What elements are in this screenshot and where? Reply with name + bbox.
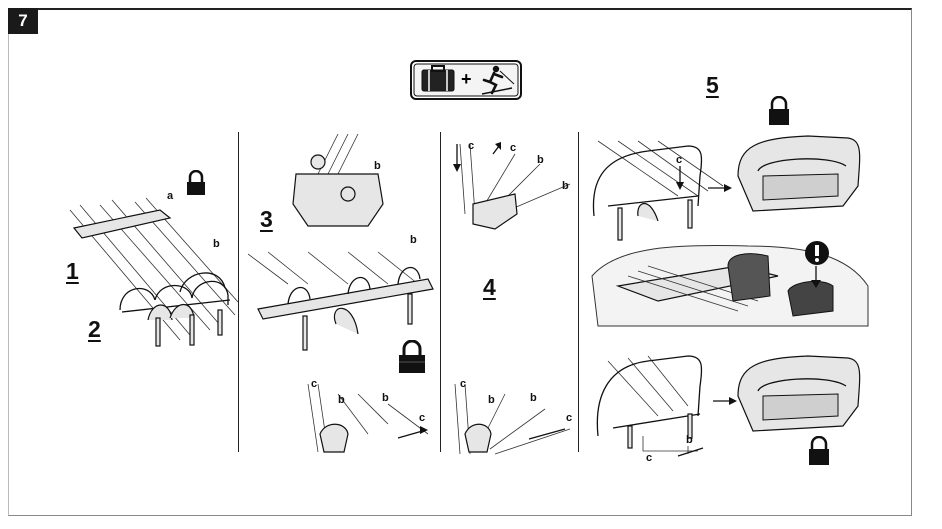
callout-b: b xyxy=(537,154,544,166)
padlock-icon xyxy=(766,95,792,131)
callout-b: b xyxy=(338,394,345,406)
illustration-step-5 xyxy=(588,96,908,470)
callout-c: c xyxy=(311,378,318,390)
callout-b: b xyxy=(488,394,495,406)
padlock-icon xyxy=(395,339,429,379)
step-number-3: 3 xyxy=(260,206,273,232)
illustration-step-3 xyxy=(247,133,438,454)
callout-c: c xyxy=(566,412,573,424)
skier-icon xyxy=(481,65,515,95)
luggage-icon xyxy=(421,65,455,92)
callout-c: c xyxy=(460,378,467,390)
callout-b: b xyxy=(410,234,417,246)
callout-b: b xyxy=(686,434,693,446)
plus-sign: + xyxy=(461,69,472,89)
padlock-icon xyxy=(185,169,207,201)
illustration-steps-1-2 xyxy=(60,170,240,350)
callout-b: b xyxy=(562,180,569,192)
callout-a: a xyxy=(167,190,174,202)
luggage-plus-ski-pictogram: + xyxy=(410,60,522,100)
step-number-4: 4 xyxy=(483,274,496,300)
callout-b: b xyxy=(213,238,220,250)
callout-c: c xyxy=(646,452,653,464)
callout-c: c xyxy=(510,142,517,154)
page-frame xyxy=(8,8,912,516)
callout-b: b xyxy=(530,392,537,404)
step-number-2: 2 xyxy=(88,316,101,342)
callout-b: b xyxy=(382,392,389,404)
page-number-badge: 7 xyxy=(8,8,38,34)
callout-c: c xyxy=(419,412,426,424)
exclamation-icon xyxy=(804,240,830,271)
callout-c: c xyxy=(676,154,683,166)
callout-c: c xyxy=(468,140,475,152)
panel-divider-1 xyxy=(238,132,239,452)
callout-b: b xyxy=(374,160,381,172)
padlock-icon xyxy=(806,435,832,471)
step-number-1: 1 xyxy=(66,258,79,284)
step-number-5: 5 xyxy=(706,72,719,98)
panel-divider-2 xyxy=(440,132,441,452)
panel-divider-3 xyxy=(578,132,579,452)
illustration-step-4 xyxy=(445,134,575,464)
